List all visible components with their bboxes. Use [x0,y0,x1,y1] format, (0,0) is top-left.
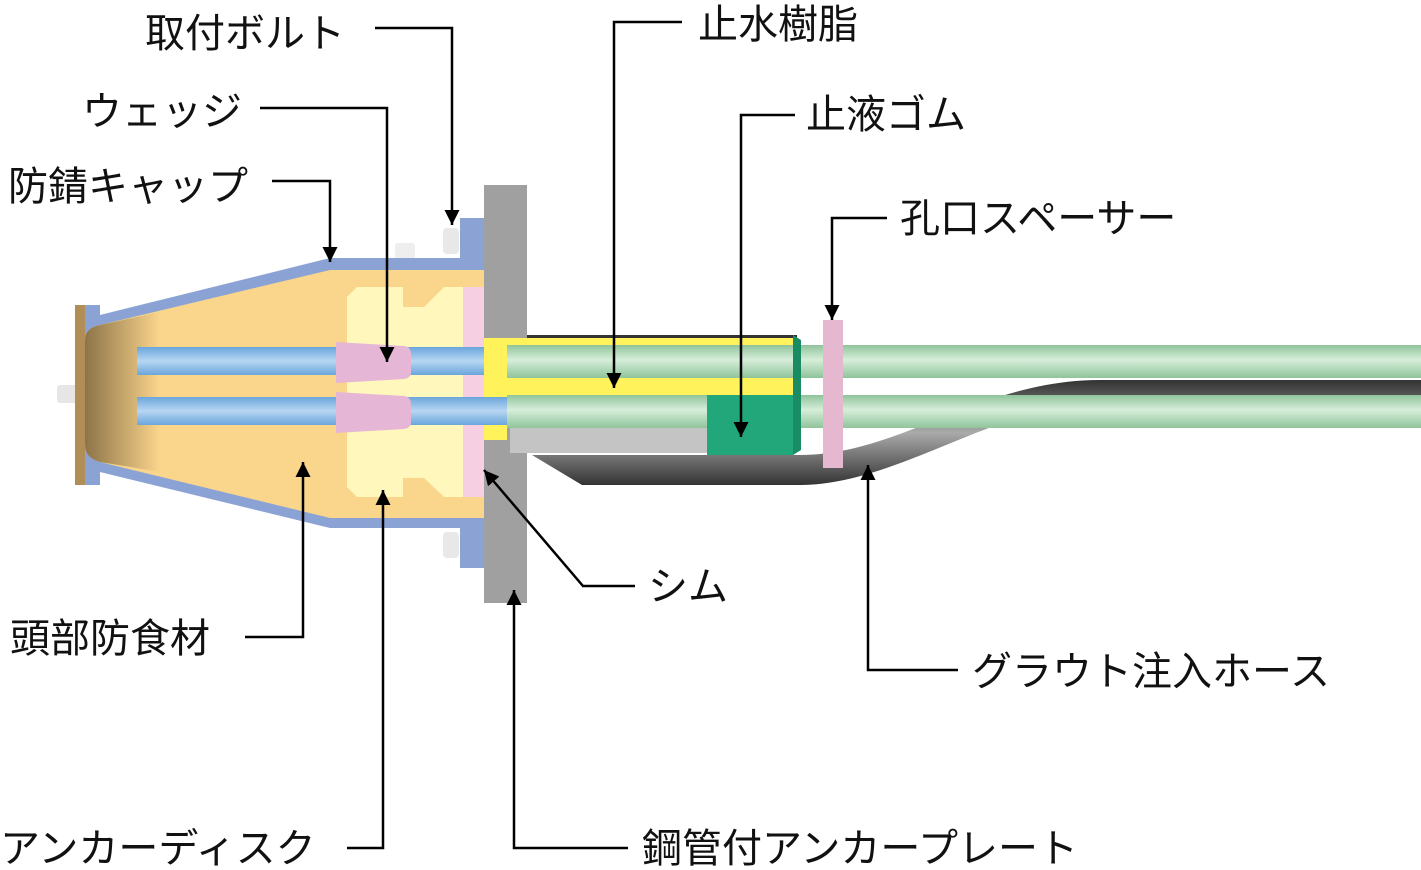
hole-spacer [823,320,843,468]
mounting-bolts [57,228,459,558]
wedge-upper [336,342,411,383]
label-grout-hose: グラウト注入ホース [972,649,1330,695]
sheath-tube-lower [507,395,1421,428]
label-mounting-bolt: 取付ボルト [145,11,345,57]
label-stop-rubber: 止液ゴム [806,92,966,138]
label-shim: シム [648,564,728,610]
label-head-filler: 頭部防食材 [10,616,210,662]
shim [463,287,484,497]
anchor-disk [347,287,463,497]
label-anchor-disk: アンカーディスク [0,826,316,870]
label-wedge: ウェッジ [82,89,242,135]
strand-upper [137,347,484,375]
grout-hose [532,380,1421,485]
steel-pipe [510,428,710,453]
leader-lines [245,20,958,850]
label-anchor-plate: 鋼管付アンカープレート [642,826,1078,870]
label-protective-cap: 防錆キャップ [8,164,248,210]
sheath-tube-upper [507,345,1421,378]
stop-rubber [707,395,793,455]
strand-lower [137,397,507,425]
label-hole-spacer: 孔口スペーサー [900,196,1176,242]
label-waterstop-resin: 止水樹脂 [698,2,858,48]
wedge-lower [336,392,411,433]
